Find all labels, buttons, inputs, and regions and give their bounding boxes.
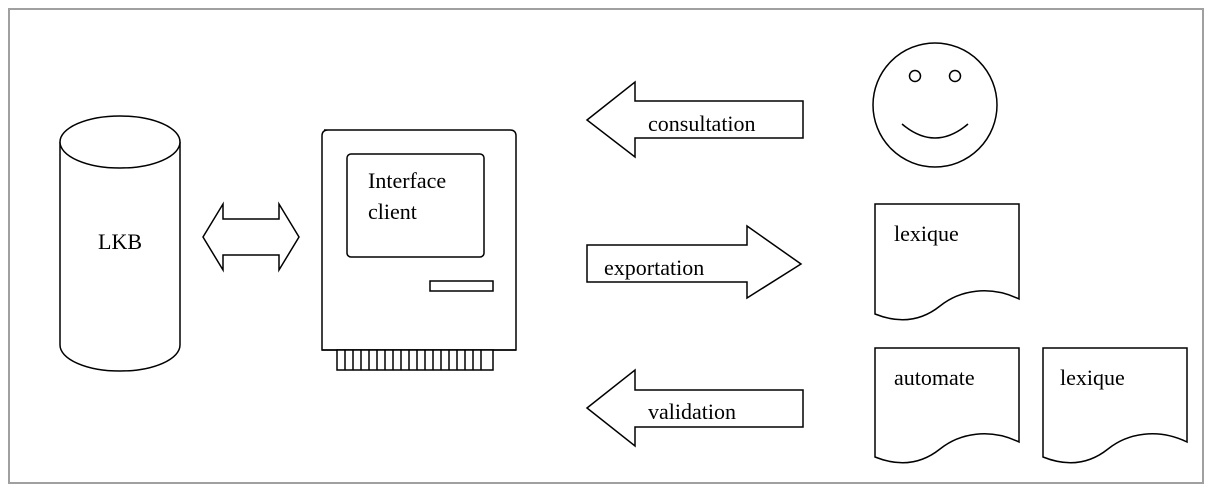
validation-automaton-document [874,347,1020,464]
face-outline [872,42,998,168]
export-lexicon-document [874,203,1020,321]
consultation-arrow [585,80,804,159]
database-label: LKB [98,229,142,254]
export-lexicon-label: lexique [894,221,959,246]
validation-label: validation [648,399,736,424]
computer-icon [321,129,517,371]
bidirectional-arrow [202,201,300,273]
cylinder-body [59,142,181,372]
diagram-frame [8,8,1204,484]
exportation-arrow [586,224,803,300]
smile [901,123,969,139]
keyboard-keys [344,350,482,370]
computer-screen [346,153,485,258]
smiley-face-icon [872,42,998,168]
validation-lexicon-document [1042,347,1188,464]
cylinder-top [59,115,181,169]
left-eye [908,69,922,83]
validation-automaton-label: automate [894,365,975,390]
computer-screen-line-2: client [368,199,417,224]
right-eye [948,69,962,83]
validation-arrow [585,368,804,448]
consultation-label: consultation [648,111,756,136]
lkb-database [59,115,181,372]
computer-drive-slot [429,280,494,292]
validation-lexicon-label: lexique [1060,365,1125,390]
computer-screen-line-1: Interface [368,168,446,193]
computer-keyboard [336,349,494,371]
exportation-label: exportation [604,255,704,280]
